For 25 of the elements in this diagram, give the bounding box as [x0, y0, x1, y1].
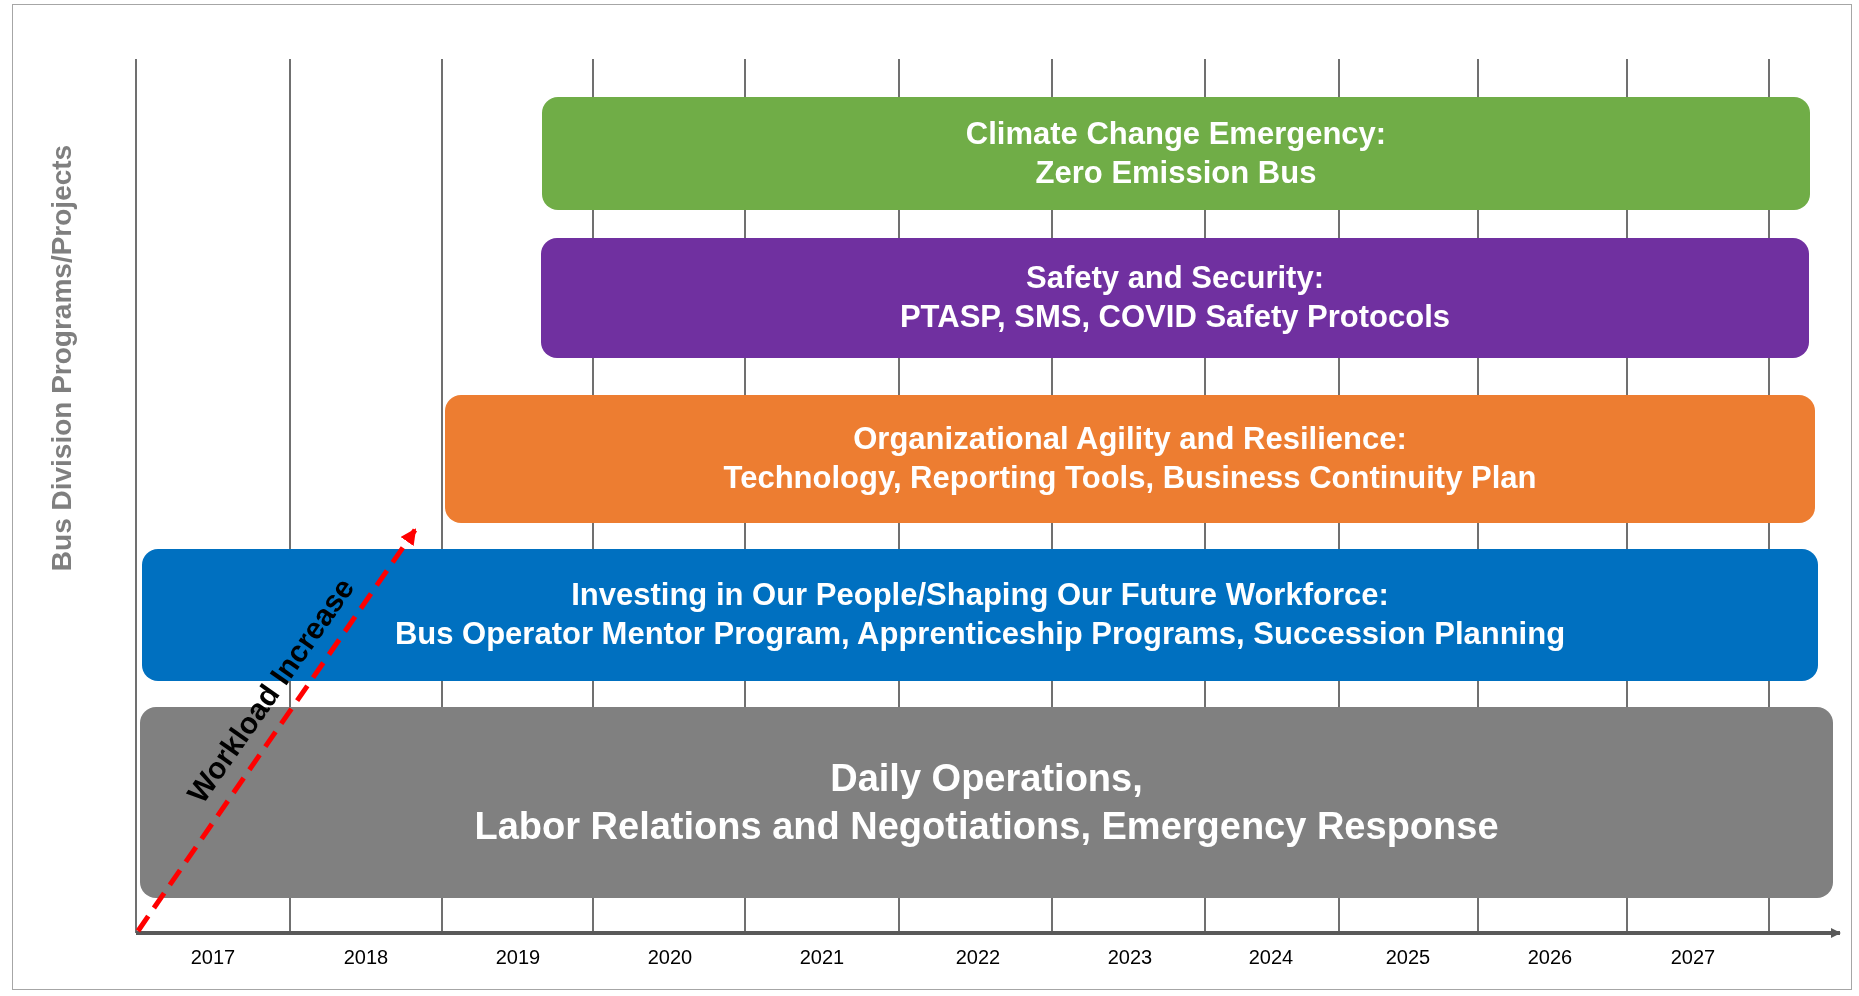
year-label: 2026 [1526, 945, 1574, 970]
bar-text: Labor Relations and Negotiations, Emergency Response [474, 803, 1499, 849]
year-label: 2023 [1106, 945, 1154, 970]
year-label: 2021 [798, 945, 846, 970]
year-label: 2019 [494, 945, 542, 970]
bar-heading: Safety and Security: [1025, 259, 1324, 298]
year-label: 2027 [1669, 945, 1717, 970]
year-label: 2020 [646, 945, 694, 970]
bar-heading: Daily Operations, [830, 756, 1143, 801]
bar-heading: Climate Change Emergency: [965, 114, 1387, 153]
bar-heading: Investing in Our People/Shaping Our Future Workforce: [571, 576, 1389, 615]
bar-text: PTASP, SMS, COVID Safety Protocols [899, 298, 1451, 336]
program-bar [445, 395, 1815, 523]
year-label: 2024 [1247, 945, 1295, 970]
bar-heading: Organizational Agility and Resilience: [853, 420, 1407, 459]
year-label: 2022 [954, 945, 1002, 970]
bar-text: Technology, Reporting Tools, Business Continuity Plan [723, 459, 1537, 497]
program-bar [542, 97, 1810, 210]
year-label: 2025 [1384, 945, 1432, 970]
axis-title: Bus Division Programs/Projects [45, 144, 78, 572]
bar-text: Zero Emission Bus [1035, 153, 1317, 192]
year-label: 2017 [189, 945, 237, 970]
program-bar [541, 238, 1809, 358]
year-label: 2018 [342, 945, 390, 970]
bar-text: Bus Operator Mentor Program, Apprenticeship Programs, Succession Planning [394, 615, 1566, 653]
